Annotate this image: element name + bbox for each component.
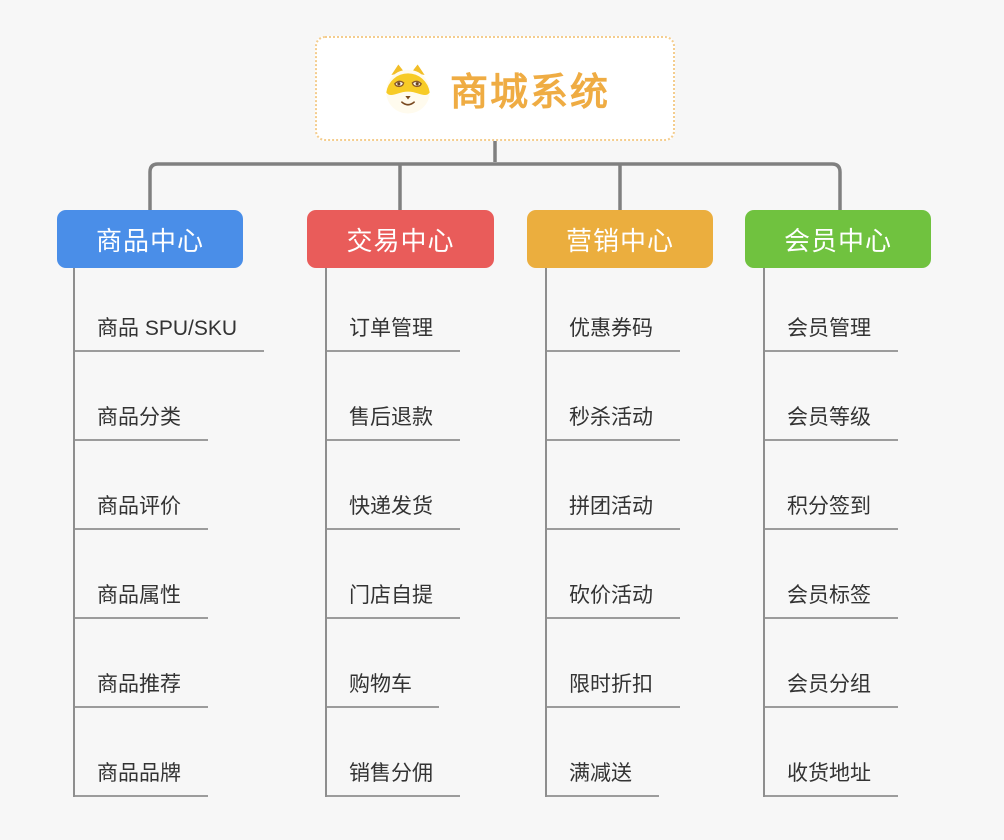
leaf-label: 优惠券码 (547, 312, 680, 352)
leaf-node[interactable]: 满减送 (547, 708, 680, 797)
leaf-label: 商品 SPU/SKU (75, 312, 265, 352)
leaf-node[interactable]: 售后退款 (327, 352, 460, 441)
branch-header-label: 会员中心 (783, 225, 892, 256)
leaf-label: 快递发货 (327, 490, 460, 530)
leaf-label: 销售分佣 (327, 757, 460, 797)
leaf-node[interactable]: 购物车 (327, 619, 460, 708)
root-node[interactable]: 商城系统 (315, 36, 675, 141)
leaf-label: 会员分组 (765, 668, 898, 708)
leaf-node[interactable]: 订单管理 (327, 268, 460, 352)
leaf-label: 商品属性 (75, 579, 208, 619)
leaf-node[interactable]: 销售分佣 (327, 708, 460, 797)
branch-list-member-center: 会员管理 会员等级 积分签到 会员标签 会员分组 收货地址 (763, 268, 898, 797)
leaf-label: 满减送 (547, 757, 659, 797)
leaf-label: 售后退款 (327, 401, 460, 441)
leaf-node[interactable]: 商品属性 (75, 530, 264, 619)
leaf-label: 会员等级 (765, 401, 898, 441)
branch-header-label: 营销中心 (565, 225, 674, 256)
branch-list-product-center: 商品 SPU/SKU 商品分类 商品评价 商品属性 商品推荐 商品品牌 (73, 268, 265, 797)
leaf-label: 商品分类 (75, 401, 208, 441)
branch-header-member-center[interactable]: 会员中心 (745, 210, 931, 268)
leaf-node[interactable]: 商品推荐 (75, 619, 264, 708)
root-title: 商城系统 (449, 72, 610, 114)
branch-header-label: 交易中心 (346, 225, 455, 256)
leaf-node[interactable]: 门店自提 (327, 530, 460, 619)
leaf-node[interactable]: 会员等级 (765, 352, 898, 441)
leaf-node[interactable]: 秒杀活动 (547, 352, 680, 441)
branch-header-product-center[interactable]: 商品中心 (57, 210, 243, 268)
leaf-label: 商品品牌 (75, 757, 208, 797)
leaf-node[interactable]: 快递发货 (327, 441, 460, 530)
leaf-label: 订单管理 (327, 312, 460, 352)
leaf-node[interactable]: 优惠券码 (547, 268, 680, 352)
leaf-node[interactable]: 会员分组 (765, 619, 898, 708)
leaf-node[interactable]: 拼团活动 (547, 441, 680, 530)
leaf-label: 商品评价 (75, 490, 208, 530)
leaf-node[interactable]: 商品评价 (75, 441, 264, 530)
leaf-node[interactable]: 收货地址 (765, 708, 898, 797)
leaf-node[interactable]: 限时折扣 (547, 619, 680, 708)
leaf-label: 收货地址 (765, 757, 898, 797)
leaf-node[interactable]: 会员标签 (765, 530, 898, 619)
branch-header-marketing-center[interactable]: 营销中心 (527, 210, 713, 268)
leaf-label: 会员管理 (765, 312, 898, 352)
leaf-node[interactable]: 会员管理 (765, 268, 898, 352)
leaf-label: 会员标签 (765, 579, 898, 619)
leaf-node[interactable]: 商品品牌 (75, 708, 264, 797)
branch-list-trade-center: 订单管理 售后退款 快递发货 门店自提 购物车 销售分佣 (325, 268, 460, 797)
leaf-node[interactable]: 积分签到 (765, 441, 898, 530)
leaf-label: 秒杀活动 (547, 401, 680, 441)
leaf-label: 门店自提 (327, 579, 460, 619)
leaf-label: 砍价活动 (547, 579, 680, 619)
branch-header-trade-center[interactable]: 交易中心 (307, 210, 494, 268)
leaf-label: 限时折扣 (547, 668, 680, 708)
branch-header-label: 商品中心 (95, 225, 204, 256)
leaf-label: 拼团活动 (547, 490, 680, 530)
leaf-node[interactable]: 商品 SPU/SKU (75, 268, 265, 352)
leaf-node[interactable]: 砍价活动 (547, 530, 680, 619)
dog-face-icon (386, 64, 430, 113)
leaf-label: 商品推荐 (75, 668, 208, 708)
leaf-node[interactable]: 商品分类 (75, 352, 264, 441)
leaf-label: 购物车 (327, 668, 439, 708)
branch-list-marketing-center: 优惠券码 秒杀活动 拼团活动 砍价活动 限时折扣 满减送 (545, 268, 680, 797)
leaf-label: 积分签到 (765, 490, 898, 530)
